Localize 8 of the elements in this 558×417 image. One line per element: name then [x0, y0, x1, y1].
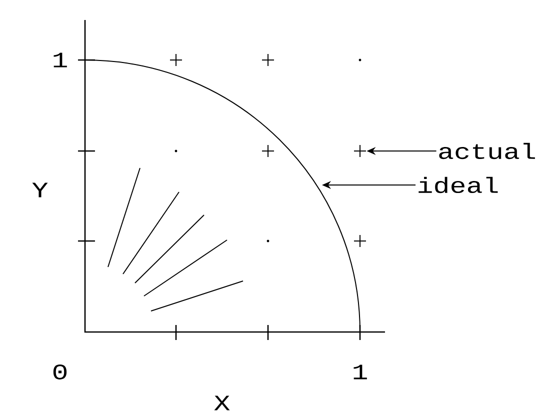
- plus-mark: [354, 144, 366, 158]
- axis-label: Y: [32, 182, 48, 198]
- axis-label: 1: [54, 52, 67, 68]
- axis-label: 0: [53, 364, 67, 380]
- text-label: ideal: [418, 176, 498, 194]
- axis-label: X: [214, 396, 230, 410]
- axis-label: 1: [354, 364, 367, 380]
- text-label: actual: [439, 142, 535, 160]
